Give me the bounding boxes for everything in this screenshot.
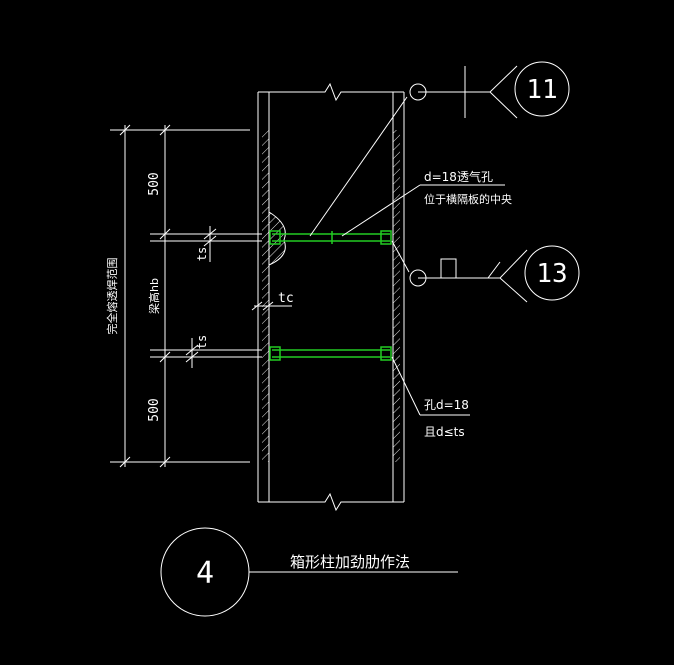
dim-ts-top-text: ts — [195, 247, 209, 261]
detail-title: 箱形柱加劲肋作法 — [290, 553, 410, 571]
dim-top-text: 500 — [147, 172, 162, 195]
dim-ts-bottom-text: ts — [195, 335, 209, 349]
diaphragm-stiffeners — [269, 230, 392, 361]
weld-callout-13 — [391, 240, 580, 303]
weld-zone-hatching — [262, 130, 400, 462]
vent-hole-leader — [341, 184, 505, 237]
dim-outer-text: 完全熔透焊范围 — [105, 258, 119, 335]
dimension-lines — [110, 124, 292, 468]
dim-mid-text: 梁高hb — [147, 278, 161, 314]
weld-callout-11 — [309, 61, 570, 237]
dim-tc-text: tc — [278, 291, 294, 306]
detail-number: 4 — [196, 556, 214, 591]
hole-note-leader — [391, 356, 470, 416]
vent-hole-note-line1: d=18透气孔 — [424, 169, 493, 184]
callout-13-number: 13 — [536, 259, 567, 289]
callout-11-number: 11 — [526, 75, 557, 105]
detail-title-block — [160, 527, 458, 617]
hole-note-line2: 且d≤ts — [424, 425, 465, 439]
hole-note-line1: 孔d=18 — [424, 398, 469, 412]
dim-bottom-text: 500 — [147, 398, 162, 421]
vent-hole-note-line2: 位于横隔板的中央 — [424, 192, 512, 206]
